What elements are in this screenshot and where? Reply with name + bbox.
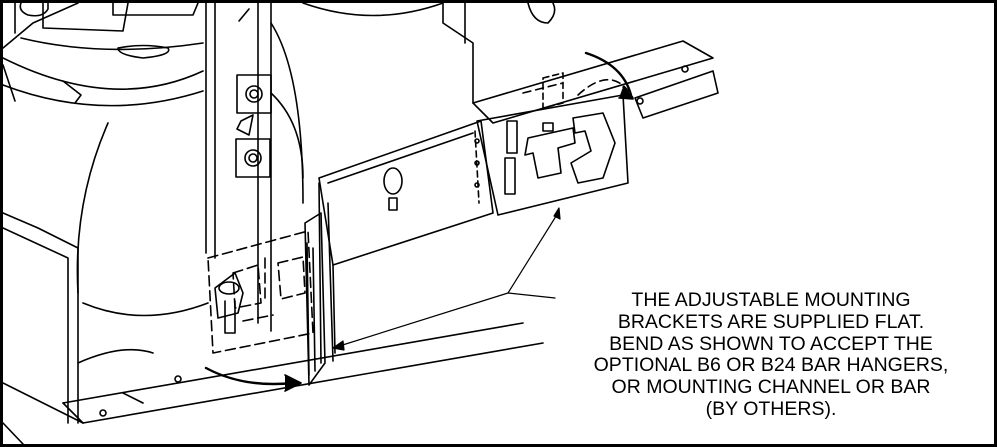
bolt [214,272,244,334]
front-fold-edge [304,212,326,386]
note-line: BRACKETS ARE SUPPLIED FLAT. [617,310,925,333]
note-line: BEND AS SHOWN TO ACCEPT THE [609,332,933,355]
top-flange [472,40,719,124]
leader-lines [332,207,561,351]
cylinder-body [76,22,304,317]
note-line: (BY OTHERS). [705,397,837,420]
mounting-bracket-drawing [3,3,719,444]
bend-arrow [204,366,302,392]
upright-bracket [318,120,494,364]
top-dome [302,3,556,104]
bottom-rail [3,322,544,444]
note-line: OPTIONAL B6 OR B24 BAR HANGERS, [593,354,949,377]
note-line: THE ADJUSTABLE MOUNTING [631,289,911,311]
front-folded-bracket [207,230,314,354]
left-box [3,212,154,424]
note-line: OR MOUNTING CHANNEL OR BAR [611,376,931,399]
callout-note: THE ADJUSTABLE MOUNTING BRACKETS ARE SUP… [551,289,991,421]
housing-assembly [3,3,204,107]
bent-bracket-tab [474,94,629,216]
